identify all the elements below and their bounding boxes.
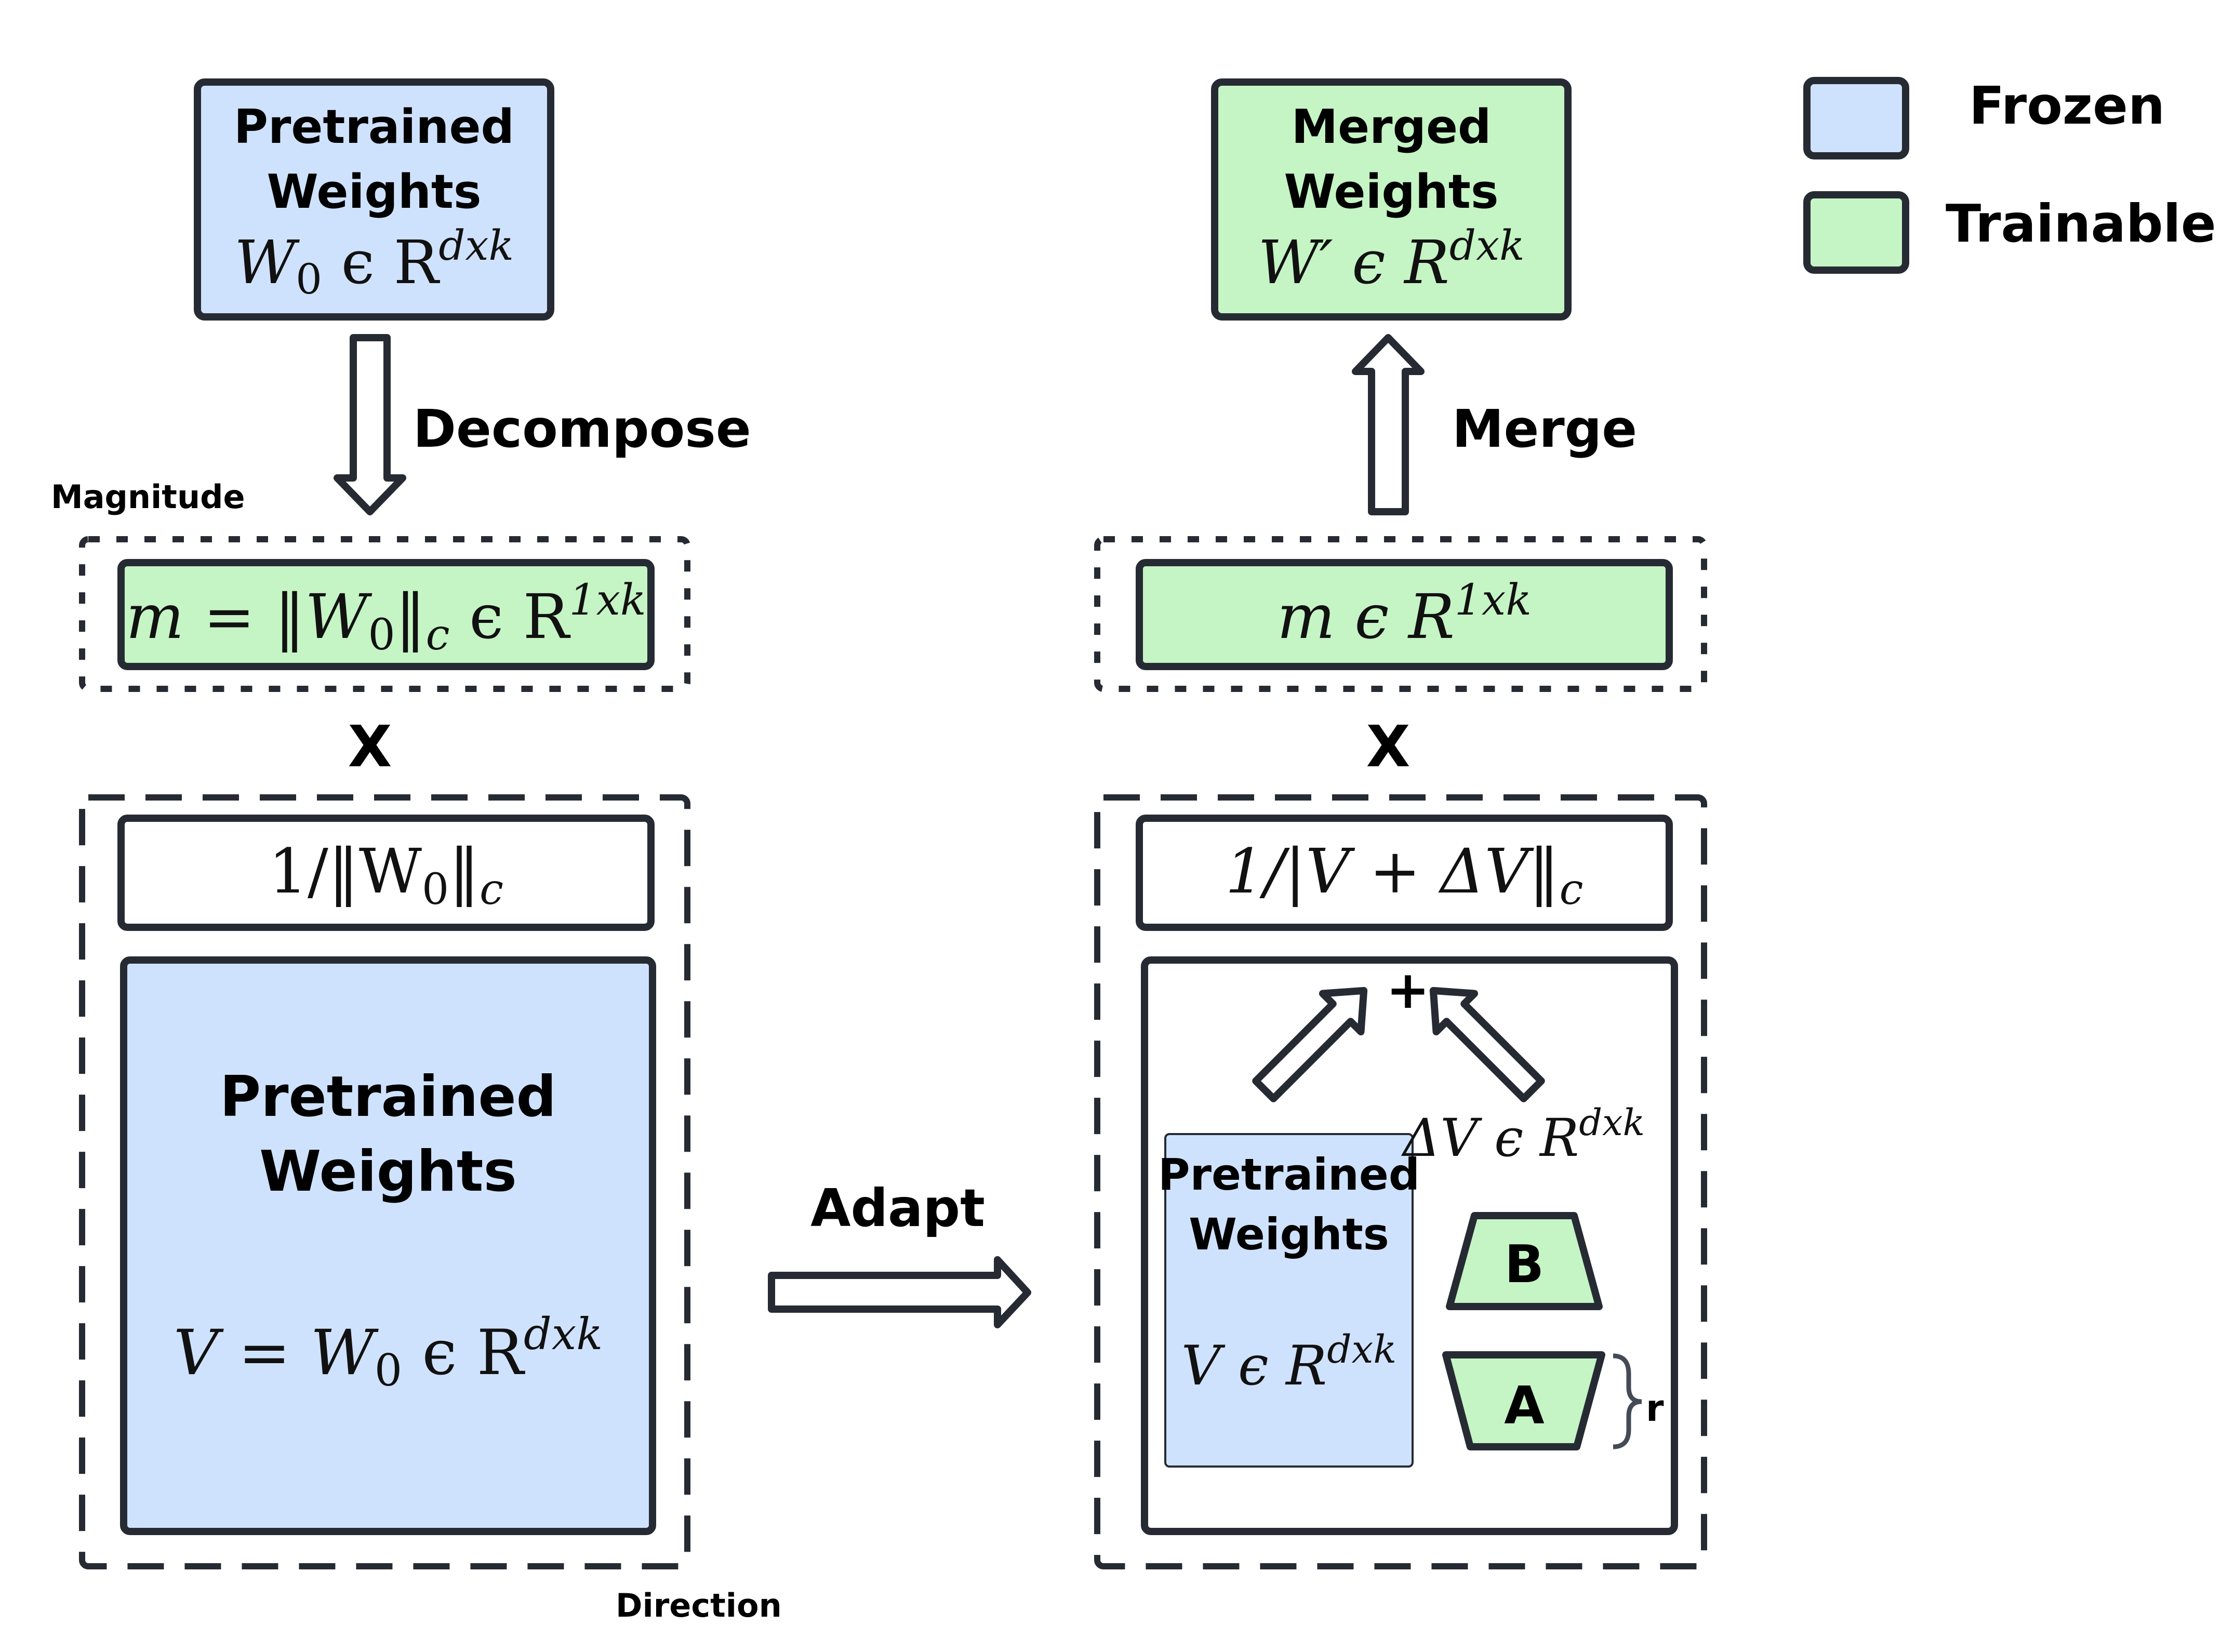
legend-frozen-label: Frozen (1969, 75, 2165, 136)
right-m-formula: m ϵ R1xk (1277, 576, 1532, 652)
legend-trainable-swatch (1803, 191, 1909, 274)
left-pretrained-title-1: Pretrained (234, 100, 514, 154)
left-magnitude-container (79, 536, 690, 692)
legend-frozen-swatch (1803, 77, 1909, 159)
left-diagonal-arrow (1252, 987, 1368, 1102)
left-m-formula: m = ‖W0‖c ϵ R1xk (126, 576, 646, 660)
left-big-title-2: Weights (259, 1139, 517, 1204)
delta-v-formula: ΔV ϵ Rdxk (1401, 1101, 1645, 1168)
left-direction-container (79, 794, 690, 1569)
right-magnitude-box: m ϵ R1xk (1136, 559, 1673, 670)
left-magnitude-box: m = ‖W0‖c ϵ R1xk (117, 559, 655, 670)
rank-label: r (1646, 1387, 1664, 1430)
right-inverse-norm-formula: 1/|V + ΔV‖c (1225, 835, 1583, 914)
legend-trainable-label: Trainable (1946, 193, 2216, 254)
right-magnitude-container (1094, 536, 1707, 692)
adapt-arrow (768, 1256, 1031, 1328)
small-v-formula: V ϵ Rdxk (1181, 1327, 1396, 1397)
right-diagonal-arrow (1429, 987, 1545, 1102)
right-merged-title-1: Merged (1292, 100, 1492, 154)
rank-brace (1613, 1353, 1642, 1449)
merge-label: Merge (1452, 398, 1637, 459)
legend: Frozen Trainable (1803, 75, 2216, 274)
right-direction-container (1094, 794, 1707, 1569)
left-big-pretrained-box: Pretrained Weights V = W0 ϵ Rdxk (120, 956, 656, 1535)
right-times-symbol: X (1366, 713, 1411, 780)
plus-symbol: + (1386, 960, 1430, 1020)
right-merged-box: Merged Weights W′ ϵ Rdxk (1211, 78, 1572, 321)
right-inverse-norm-box: 1/|V + ΔV‖c (1136, 815, 1673, 931)
left-w0-formula: W0 ϵ Rdxk (234, 221, 514, 303)
small-pretrained-title-1: Pretrained (1158, 1149, 1420, 1200)
left-inverse-norm-formula: 1/‖W0‖c (269, 835, 503, 914)
decompose-label: Decompose (413, 398, 751, 459)
magnitude-label: Magnitude (51, 478, 245, 516)
right-wprime-formula: W′ ϵ Rdxk (1258, 221, 1524, 298)
matrix-b: B (1446, 1212, 1603, 1310)
small-pretrained-title-2: Weights (1189, 1209, 1389, 1260)
left-pretrained-title-2: Weights (267, 165, 481, 219)
left-pretrained-box: Pretrained Weights W0 ϵ Rdxk (194, 78, 554, 321)
left-times-symbol: X (348, 713, 392, 780)
adapt-label: Adapt (810, 1178, 985, 1238)
matrix-a-label: A (1504, 1375, 1544, 1436)
decompose-arrow (334, 334, 406, 515)
right-adapted-box: + Pretrained Weights V ϵ Rdxk ΔV ϵ Rdxk … (1141, 956, 1678, 1535)
left-big-title-1: Pretrained (220, 1064, 556, 1129)
matrix-a: A (1442, 1351, 1605, 1450)
matrix-b-label: B (1505, 1234, 1544, 1295)
direction-label: Direction (616, 1587, 782, 1624)
left-inverse-norm-box: 1/‖W0‖c (117, 815, 655, 931)
merge-arrow (1352, 334, 1425, 515)
left-v-formula: V = W0 ϵ Rdxk (174, 1309, 603, 1396)
right-merged-title-2: Weights (1284, 165, 1498, 219)
small-pretrained-box: Pretrained Weights V ϵ Rdxk (1158, 1133, 1420, 1468)
